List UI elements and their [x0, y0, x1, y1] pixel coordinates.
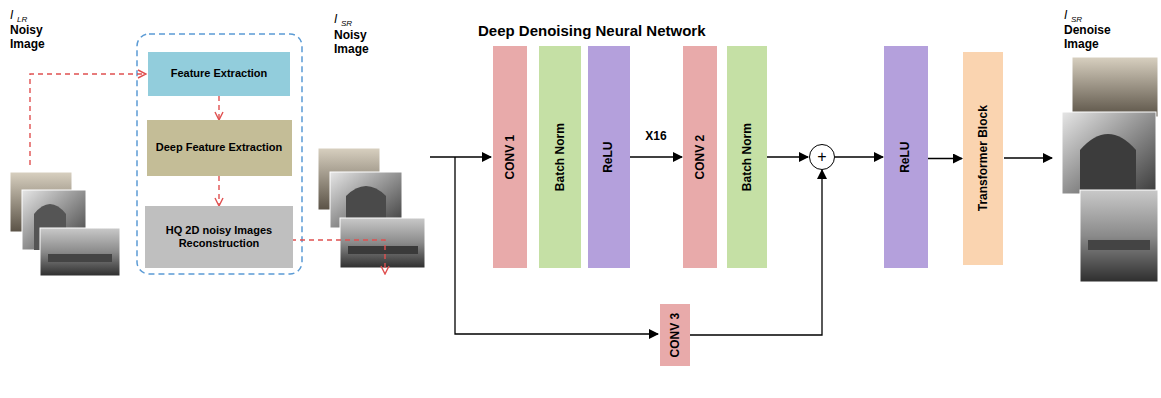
node-text: HQ 2D noisy Images Reconstruction	[145, 224, 293, 250]
input-arrow	[430, 156, 491, 157]
connector-arrow	[928, 158, 962, 159]
node-text: Batch Norm	[553, 123, 567, 191]
conv-layer: CONV 2	[683, 46, 717, 268]
input-images	[10, 172, 120, 276]
process-box: HQ 2D noisy Images Reconstruction	[145, 206, 293, 268]
relu-layer: ReLU	[884, 46, 928, 268]
node-text: Transformer Block	[976, 105, 990, 211]
batchnorm-layer: Batch Norm	[539, 46, 581, 268]
node-text: CONV 1	[503, 135, 517, 180]
transformer-block: Transformer Block	[963, 52, 1003, 265]
image-caption: Noisy Image	[10, 23, 58, 52]
dashed-connector	[218, 176, 219, 205]
symbol-subscript: SR	[341, 19, 352, 29]
node-text: ReLU	[602, 141, 616, 172]
connector-arrow	[630, 156, 682, 157]
symbol-label: I	[334, 12, 337, 26]
output-arrow	[1004, 157, 1052, 158]
node-text: Deep Feature Extraction	[150, 141, 289, 154]
conv-layer: CONV 3	[660, 304, 690, 366]
node-text: Batch Norm	[740, 123, 754, 191]
repeat-label: X16	[645, 129, 666, 143]
sum-node: +	[809, 144, 835, 170]
node-text: CONV 3	[668, 313, 682, 358]
sr-noisy-images	[318, 148, 425, 268]
conv-layer: CONV 1	[493, 46, 527, 268]
dashed-arrow	[291, 240, 385, 273]
group-outline	[137, 34, 302, 274]
image-caption: Noisy Image	[334, 28, 382, 57]
denoised-images	[1062, 57, 1158, 282]
node-text: Feature Extraction	[165, 67, 274, 80]
node-text: CONV 2	[693, 135, 707, 180]
relu-layer: ReLU	[588, 46, 630, 268]
diagram-title: Deep Denoising Neural Network	[478, 22, 706, 40]
dashed-arrow	[30, 74, 145, 165]
dashed-connector	[218, 96, 219, 119]
process-box: Deep Feature Extraction	[147, 120, 292, 176]
image-caption: Denoise Image	[1064, 23, 1124, 52]
connector-arrow	[767, 156, 808, 157]
symbol-label: I	[10, 8, 13, 22]
connector-arrow	[835, 156, 883, 157]
process-box: Feature Extraction	[148, 52, 290, 96]
node-text: +	[817, 149, 826, 165]
batchnorm-layer: Batch Norm	[727, 46, 767, 268]
symbol-label: I	[1064, 8, 1067, 22]
node-text: ReLU	[899, 141, 913, 172]
